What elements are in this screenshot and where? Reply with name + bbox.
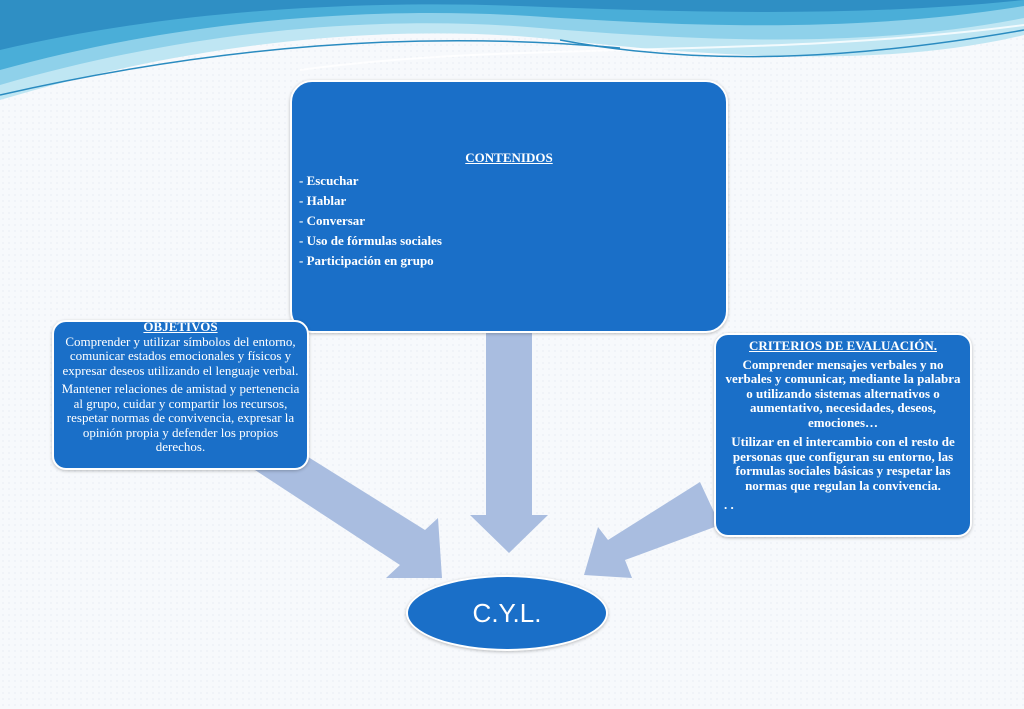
criterios-box: CRITERIOS DE EVALUACIÓN. Comprender mens… bbox=[714, 333, 972, 537]
cyl-center-ellipse: C.Y.L. bbox=[406, 575, 608, 651]
criterios-trailing-dots: . . bbox=[724, 497, 734, 512]
contenidos-item: - Participación en grupo bbox=[299, 253, 434, 268]
criterios-title: CRITERIOS DE EVALUACIÓN. bbox=[749, 338, 937, 353]
contenidos-item: - Uso de fórmulas sociales bbox=[299, 233, 442, 248]
arrow-from-objetivos bbox=[255, 455, 442, 578]
contenidos-item: - Conversar bbox=[299, 213, 366, 228]
criterios-paragraph: Comprender mensajes verbales y no verbal… bbox=[725, 356, 961, 430]
contenidos-item: - Hablar bbox=[299, 193, 347, 208]
objetivos-title: OBJETIVOS bbox=[143, 320, 218, 334]
arrow-down bbox=[470, 333, 548, 553]
contenidos-item: - Escuchar bbox=[299, 173, 359, 188]
objetivos-paragraph: Comprender y utilizar símbolos del entor… bbox=[62, 333, 299, 378]
contenidos-title: CONTENIDOS bbox=[465, 150, 553, 165]
arrow-from-criterios bbox=[584, 482, 720, 578]
objetivos-paragraph: Mantener relaciones de amistad y pertene… bbox=[61, 381, 300, 454]
contenidos-box: CONTENIDOS - Escuchar - Hablar - Convers… bbox=[290, 80, 728, 333]
criterios-paragraph: Utilizar en el intercambio con el resto … bbox=[731, 434, 955, 493]
objetivos-box: OBJETIVOS Comprender y utilizar símbolos… bbox=[52, 320, 309, 470]
header-wave-decoration bbox=[0, 0, 1024, 100]
cyl-label: C.Y.L. bbox=[472, 597, 542, 628]
